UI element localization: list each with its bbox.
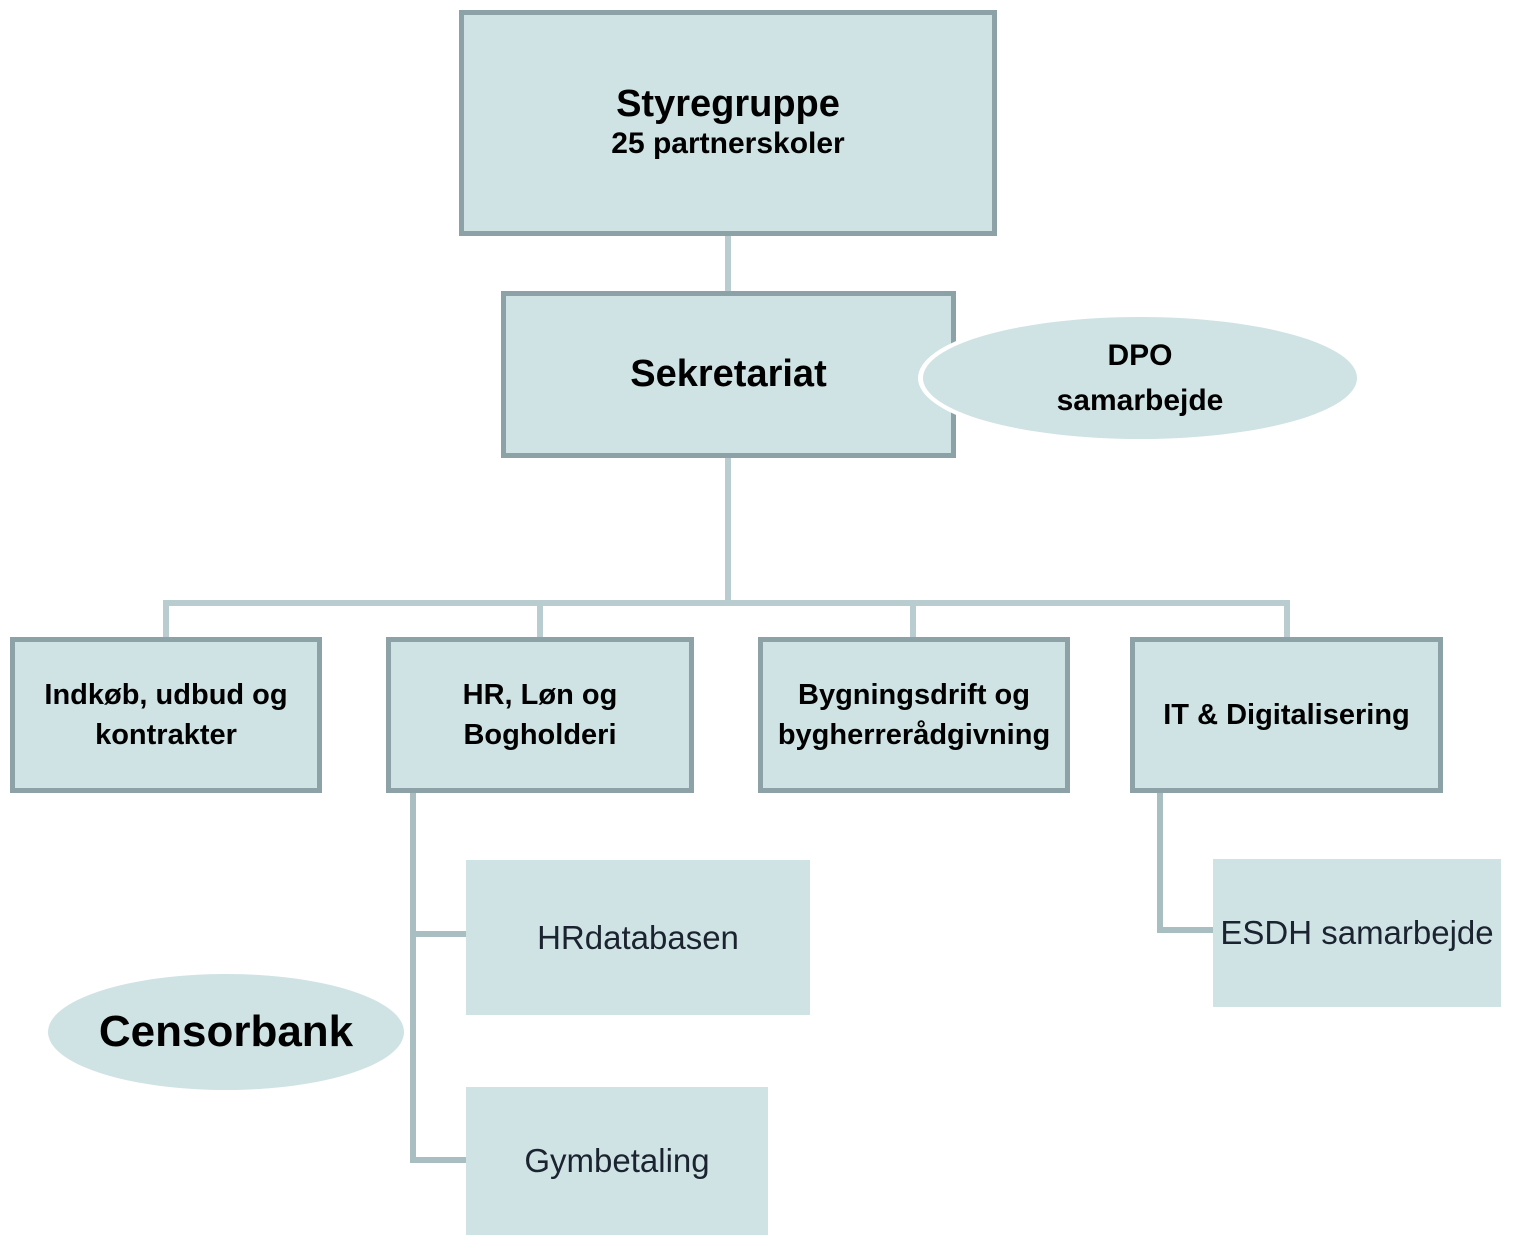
censorbank-label: Censorbank — [98, 1007, 354, 1056]
connector-drop-hr — [537, 600, 543, 637]
connector-sekretariat-trunk — [725, 458, 731, 603]
connector-drop-indkob — [163, 600, 169, 637]
connector-hr-gymbetaling — [410, 1157, 468, 1163]
bygning-label: Bygningsdrift og bygherrerådgivning — [777, 678, 1051, 751]
esdh-label: ESDH samarbejde — [1220, 914, 1494, 951]
connector-styregruppe-sekretariat — [725, 236, 731, 291]
connector-hr-hrdatabasen — [410, 931, 468, 937]
node-it-digitalisering: IT & Digitalisering — [1130, 637, 1443, 793]
gymbetaling-label: Gymbetaling — [524, 1142, 710, 1179]
node-gymbetaling: Gymbetaling — [466, 1087, 768, 1235]
node-hrdatabasen: HRdatabasen — [466, 860, 810, 1015]
connector-hr-subtree-vertical — [410, 793, 416, 1163]
node-esdh-samarbejde: ESDH samarbejde — [1213, 859, 1501, 1007]
connector-it-subtree-vertical — [1157, 793, 1163, 933]
connector-drop-bygning — [910, 600, 916, 637]
node-styregruppe: Styregruppe 25 partnerskoler — [459, 10, 997, 236]
node-hr-lon-bogholderi: HR, Løn og Bogholderi — [386, 637, 694, 793]
node-bygningsdrift: Bygningsdrift og bygherrerådgivning — [758, 637, 1070, 793]
ellipse-dpo-samarbejde: DPO samarbejde — [918, 312, 1362, 444]
ellipse-censorbank: Censorbank — [43, 969, 409, 1095]
node-sekretariat: Sekretariat — [501, 291, 956, 458]
connector-it-esdh — [1157, 927, 1217, 933]
connector-horizontal-bus — [163, 600, 1290, 606]
indkob-label: Indkøb, udbud og kontrakter — [44, 678, 288, 751]
dpo-label: DPO samarbejde — [1056, 339, 1224, 417]
hr-label: HR, Løn og Bogholderi — [462, 678, 618, 751]
styregruppe-title: Styregruppe — [616, 83, 840, 126]
node-indkob-udbud-kontrakter: Indkøb, udbud og kontrakter — [10, 637, 322, 793]
it-label: IT & Digitalisering — [1163, 698, 1410, 731]
sekretariat-label: Sekretariat — [630, 352, 827, 395]
styregruppe-subtitle: 25 partnerskoler — [611, 126, 845, 160]
hrdatabasen-label: HRdatabasen — [537, 918, 739, 956]
connector-drop-it — [1284, 600, 1290, 637]
